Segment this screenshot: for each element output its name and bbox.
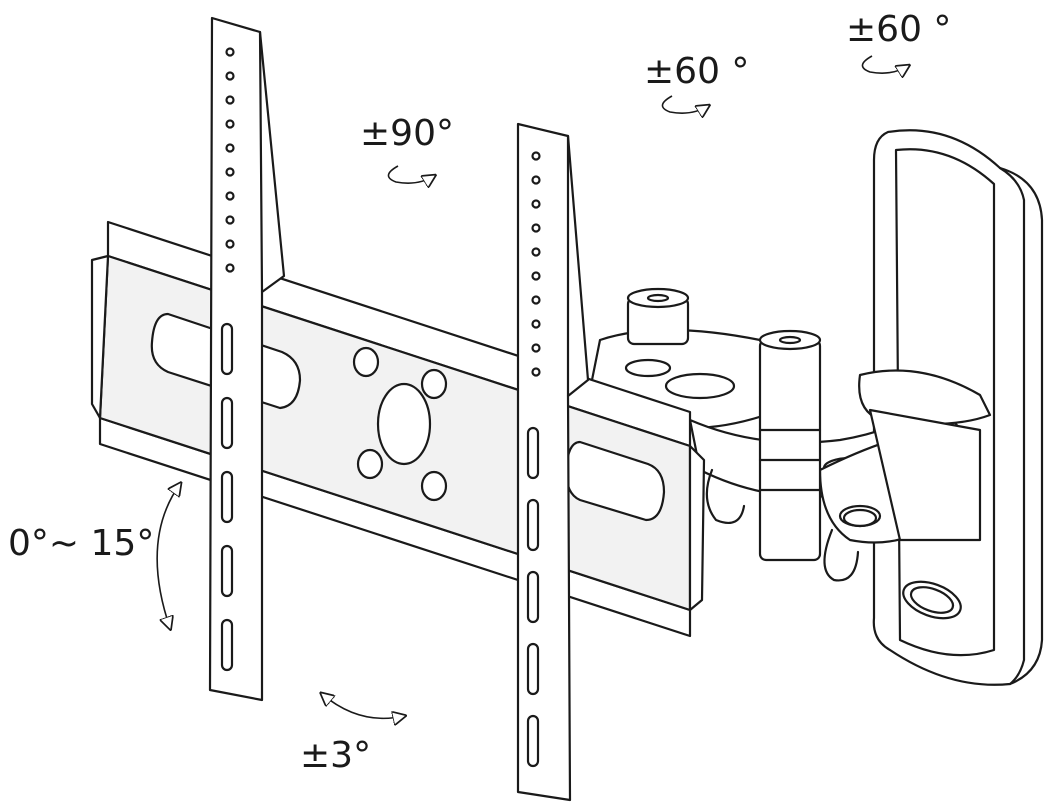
level-arrow-icon	[322, 694, 404, 718]
rotation-arrow-icon	[387, 165, 434, 183]
swivel-angle-label-middle: ±60 °	[644, 51, 750, 92]
swivel-angle-label-left: ±90°	[360, 113, 454, 154]
rotation-arrow-icon	[661, 95, 708, 113]
vertical-tv-bracket-left	[208, 16, 286, 702]
vertical-tv-bracket-right	[516, 122, 590, 802]
horizontal-mounting-rail	[90, 220, 706, 638]
rotation-arrow-icon	[861, 55, 908, 73]
level-adjust-label: ±3°	[300, 735, 372, 776]
swivel-angle-label-right: ±60 °	[846, 9, 952, 50]
tilt-arrow-icon	[156, 484, 180, 628]
tilt-angle-label: 0°~ 15°	[8, 523, 155, 564]
